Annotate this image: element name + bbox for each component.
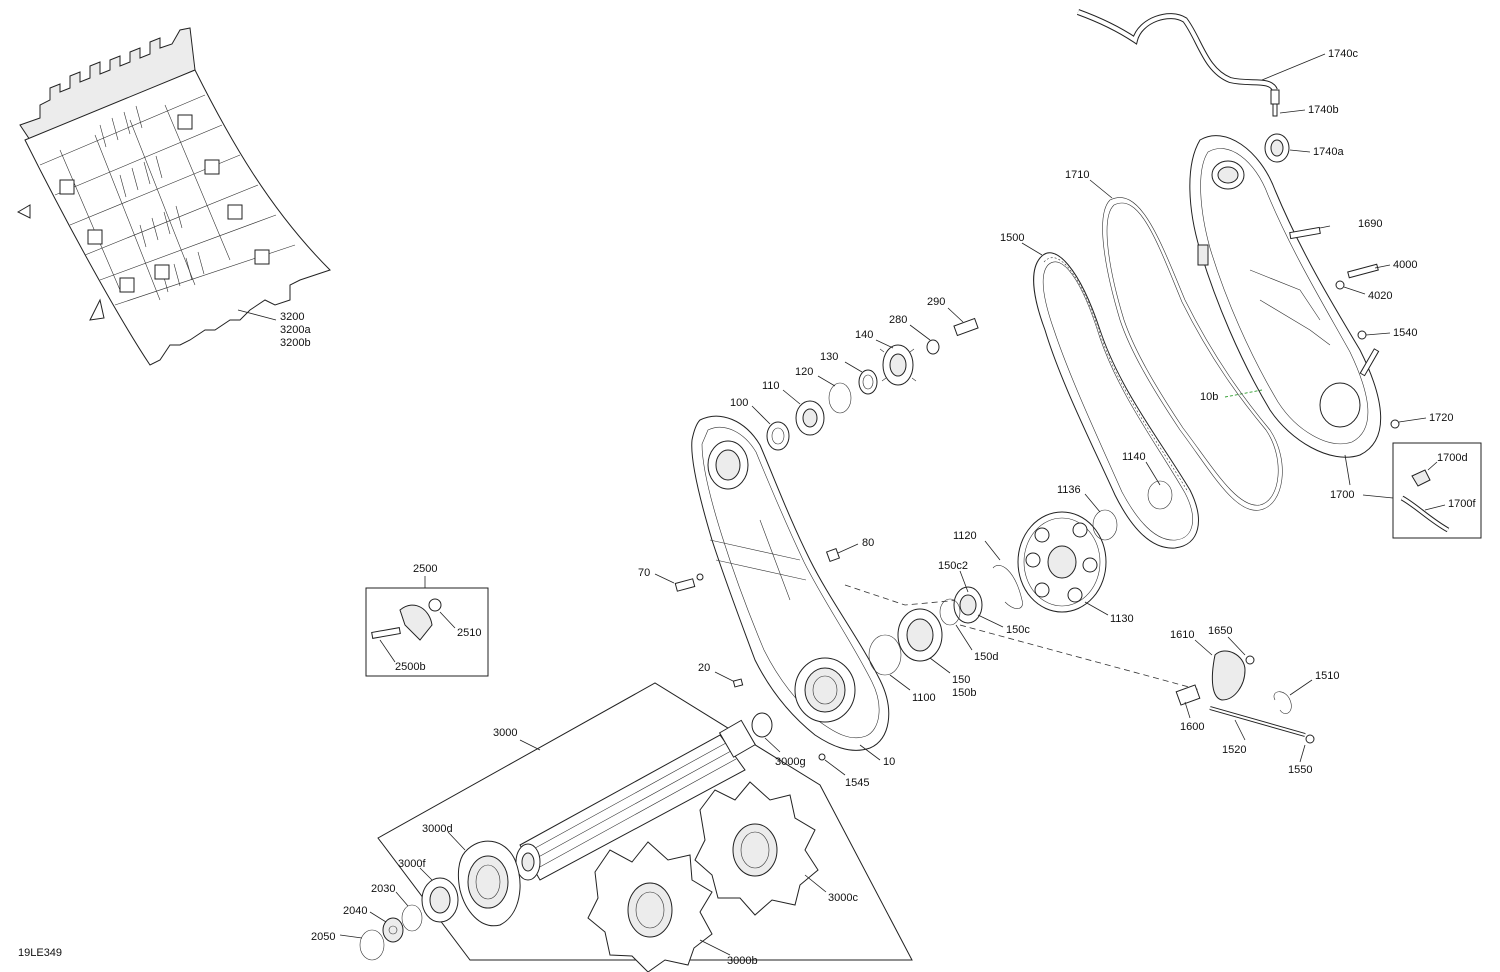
callout-2030: 2030 (371, 883, 395, 895)
callout-150: 150 (952, 674, 970, 686)
callout-100: 100 (730, 397, 748, 409)
callout-1500: 1500 (1000, 232, 1024, 244)
callout-3000f: 3000f (398, 858, 426, 870)
hose-part (1076, 9, 1290, 163)
callout-4020: 4020 (1368, 290, 1392, 302)
callout-1650: 1650 (1208, 625, 1232, 637)
callout-1100: 1100 (912, 692, 936, 704)
bearing-housing-part (457, 840, 521, 927)
callout-280: 280 (889, 314, 907, 326)
chaincase-housing-part (691, 415, 890, 751)
callout-1550: 1550 (1288, 764, 1312, 776)
callout-1740b: 1740b (1308, 104, 1339, 116)
callout-1140: 1140 (1122, 451, 1146, 463)
callout-1540: 1540 (1393, 327, 1417, 339)
kit-box-3000 (377, 682, 913, 961)
drive-axle-part (515, 712, 773, 881)
callout-150d: 150d (974, 651, 998, 663)
callout-1520: 1520 (1222, 744, 1246, 756)
callout-3200: 3200 (280, 311, 304, 323)
callout-2510: 2510 (457, 627, 481, 639)
callout-3000d: 3000d (422, 823, 453, 835)
callout-1700: 1700 (1330, 489, 1354, 501)
callout-3000b: 3000b (727, 955, 758, 967)
callout-1136: 1136 (1057, 484, 1081, 496)
callout-1700f: 1700f (1448, 498, 1476, 510)
drive-sprocket-b (587, 841, 713, 972)
kit-box-2500 (365, 587, 489, 677)
callout-1690: 1690 (1358, 218, 1382, 230)
callout-3200b: 3200b (280, 337, 311, 349)
callout-120: 120 (795, 366, 813, 378)
callout-2500b: 2500b (395, 661, 426, 673)
callout-1720: 1720 (1429, 412, 1453, 424)
callout-4000: 4000 (1393, 259, 1417, 271)
callout-1740a: 1740a (1313, 146, 1344, 158)
callout-1545: 1545 (845, 777, 869, 789)
callout-1700d: 1700d (1437, 452, 1468, 464)
callout-150b: 150b (952, 687, 976, 699)
kit-box-1700 (1392, 442, 1482, 539)
callout-2500: 2500 (413, 563, 437, 575)
callout-150c2: 150c2 (938, 560, 968, 572)
callout-110: 110 (762, 380, 780, 392)
callout-1610: 1610 (1170, 629, 1194, 641)
callout-70: 70 (638, 567, 650, 579)
callout-1740c: 1740c (1328, 48, 1358, 60)
track-guide-part (16, 27, 331, 366)
callout-10: 10 (883, 756, 895, 768)
chaincase-cover-part (1189, 135, 1382, 458)
callout-1510: 1510 (1315, 670, 1339, 682)
callout-3000: 3000 (493, 727, 517, 739)
callout-140: 140 (855, 329, 873, 341)
tensioner-assembly (1175, 650, 1315, 744)
drawing-id: 19LE349 (18, 947, 62, 959)
chain-part (1033, 252, 1199, 549)
callout-10b: 10b (1200, 391, 1218, 403)
callout-290: 290 (927, 296, 945, 308)
callout-1120: 1120 (953, 530, 977, 542)
callout-1130: 1130 (1110, 613, 1134, 625)
leader-3200 (237, 309, 277, 321)
drive-sprocket-c (694, 781, 819, 916)
callout-20: 20 (698, 662, 710, 674)
callout-1600: 1600 (1180, 721, 1204, 733)
callout-150c: 150c (1006, 624, 1030, 636)
lower-sprocket-stack (868, 480, 1173, 676)
upper-shaft-stack (766, 317, 979, 451)
callout-80: 80 (862, 537, 874, 549)
callout-3000g: 3000g (775, 756, 806, 768)
callout-2040: 2040 (343, 905, 367, 917)
callout-2050: 2050 (311, 931, 335, 943)
callout-130: 130 (820, 351, 838, 363)
callout-1710: 1710 (1065, 169, 1089, 181)
gasket-part (1102, 197, 1283, 511)
callout-3200a: 3200a (280, 324, 311, 336)
callout-3000c: 3000c (828, 892, 858, 904)
